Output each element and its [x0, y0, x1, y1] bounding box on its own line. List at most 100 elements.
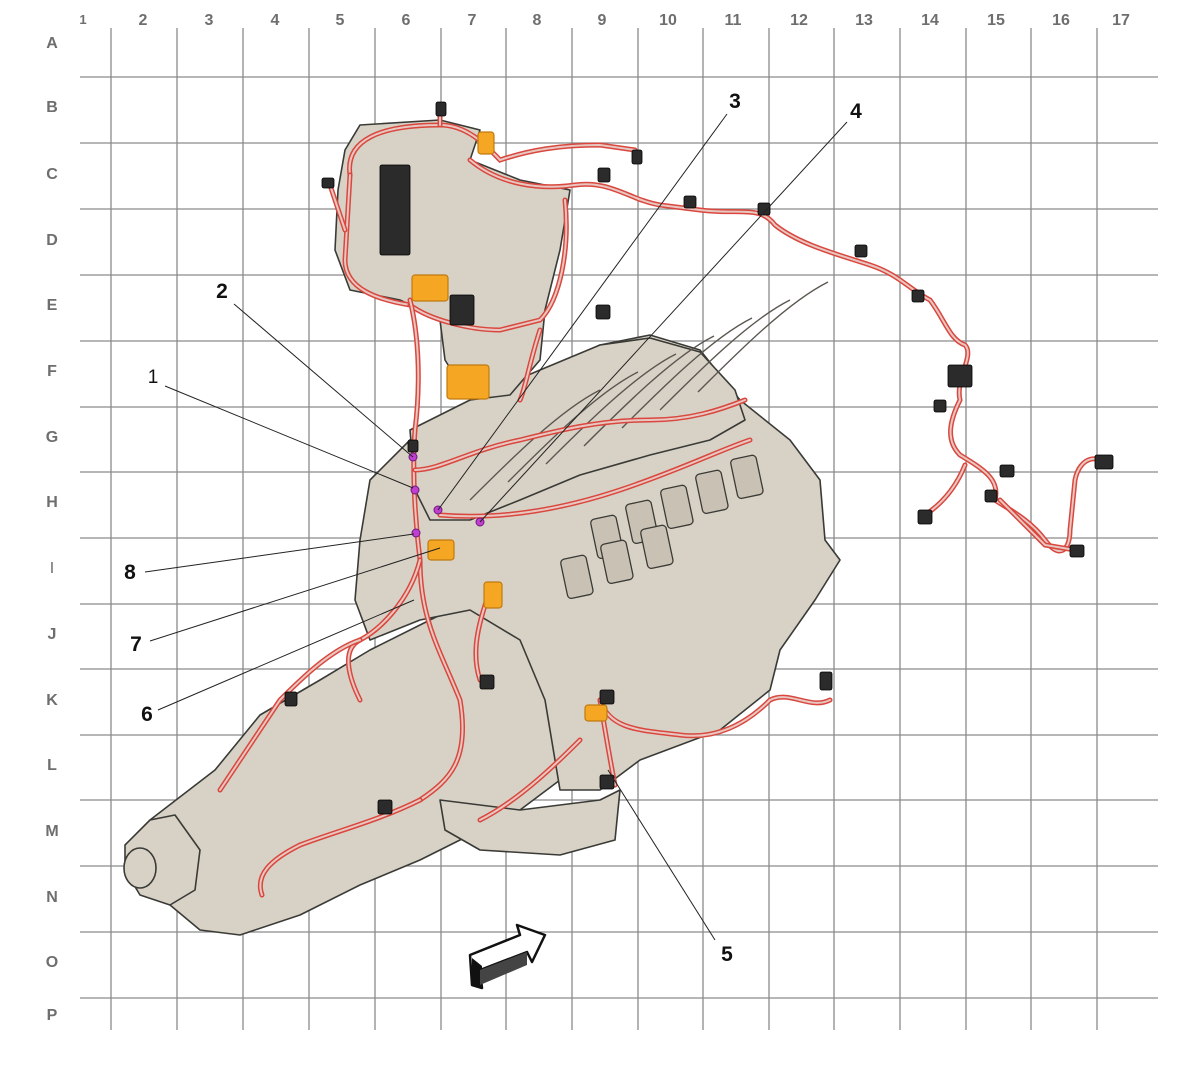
harness-connector	[917, 509, 933, 525]
grid-row-label: P	[46, 1007, 58, 1024]
grid-column-label: 6	[401, 12, 411, 29]
grid-row-label: L	[47, 757, 57, 774]
grid-column-label: 10	[659, 12, 677, 29]
front-direction-arrow-icon	[468, 923, 547, 990]
grid-row-label: G	[45, 429, 59, 446]
harness-branch-core	[219, 639, 361, 791]
harness-branch-core	[999, 499, 1076, 551]
harness-connector	[819, 671, 833, 691]
callout-leader-7	[149, 547, 441, 642]
ignition-coil	[640, 524, 674, 570]
highlighted-connector	[411, 274, 449, 302]
grid-row-label: E	[46, 297, 58, 314]
engine-wiring-harness	[217, 107, 1108, 898]
grid-column-label: 4	[270, 12, 280, 29]
grid-row-label: F	[47, 363, 57, 380]
grid-column-label: 5	[335, 12, 345, 29]
harness-connector	[599, 774, 615, 790]
grid-column-label: 15	[987, 12, 1005, 29]
highlighted-connector	[446, 364, 490, 400]
callout-3: 3	[729, 90, 741, 113]
grid-column-label: 2	[138, 12, 148, 29]
grid-column-label: 14	[921, 12, 939, 29]
callout-leader-2	[233, 303, 414, 458]
harness-connector	[407, 439, 419, 453]
grid-row-label: H	[46, 494, 58, 511]
grid-row-label: D	[46, 232, 58, 249]
grid-row-label: J	[47, 626, 57, 643]
grid-column-label: 8	[532, 12, 542, 29]
highlighted-connector	[483, 581, 503, 609]
harness-connector	[597, 167, 611, 183]
harness-connector	[377, 799, 393, 815]
harness-branch-core	[419, 559, 464, 801]
grid-column-label: 1	[79, 12, 87, 27]
harness-connectors	[284, 101, 1114, 815]
grid-row-label: C	[46, 166, 58, 183]
ignition-coil	[695, 469, 729, 515]
callout-1: 1	[147, 367, 159, 388]
harness-branch-core	[439, 439, 751, 518]
harness-branch-core	[599, 696, 831, 737]
harness-connector	[911, 289, 925, 303]
oil-pan	[439, 789, 621, 856]
grid-column-label: 3	[204, 12, 214, 29]
harness-branch-core	[343, 174, 411, 306]
harness-connector	[683, 195, 697, 209]
ignition-coil	[600, 539, 634, 585]
grid-column-label: 11	[724, 12, 742, 29]
grid-column-label: 13	[855, 12, 873, 29]
splice-point	[411, 528, 421, 538]
highlighted-connector	[477, 131, 495, 155]
harness-connector	[284, 691, 298, 707]
harness-connector	[449, 294, 475, 326]
harness-connector	[1069, 544, 1085, 558]
grid-column-label: 17	[1112, 12, 1130, 29]
callout-2: 2	[216, 280, 228, 303]
harness-branch-core	[519, 329, 541, 401]
callout-leader-5	[607, 769, 716, 941]
manifold-rib	[583, 335, 715, 447]
harness-branch-core	[479, 739, 581, 821]
callout-leader-8	[144, 533, 415, 573]
manifold-ribs	[469, 281, 829, 501]
harness-connector	[379, 164, 411, 256]
harness-branch-core	[414, 399, 746, 471]
harness-branch-core	[409, 199, 568, 332]
highlighted-connector	[584, 704, 608, 722]
callout-6: 6	[141, 703, 153, 726]
harness-connector	[1094, 454, 1114, 470]
harness-connector	[435, 101, 447, 117]
grid-column-label: 12	[790, 12, 808, 29]
callout-leader-6	[157, 599, 415, 711]
grid-column-label: 7	[467, 12, 477, 29]
harness-connector	[984, 489, 998, 503]
harness-connector	[854, 244, 868, 258]
harness-connector	[599, 689, 615, 705]
harness-connector	[479, 674, 495, 690]
callout-leader-3	[437, 113, 728, 511]
harness-connector	[947, 364, 973, 388]
grid-row-label: M	[45, 823, 59, 840]
harness-branch-core	[469, 159, 1106, 552]
callout-leader-1	[164, 385, 414, 489]
callout-5: 5	[721, 943, 733, 966]
harness-branch-core	[409, 299, 421, 561]
manifold-rib	[621, 317, 753, 429]
manifold-rib	[697, 281, 829, 393]
callout-7: 7	[130, 633, 142, 656]
callout-leader-4	[479, 121, 848, 523]
highlighted-connector	[427, 539, 455, 561]
output-shaft	[123, 847, 157, 889]
grid-row-label: O	[45, 954, 59, 971]
grid-column-label: 16	[1052, 12, 1070, 29]
grid-row-label: K	[46, 692, 58, 709]
manifold-rib	[659, 299, 791, 411]
harness-connector	[321, 177, 335, 189]
callout-leader-lines	[144, 113, 848, 941]
harness-connector	[631, 149, 643, 165]
grid-row-label: A	[46, 35, 58, 52]
callout-4: 4	[850, 100, 862, 123]
